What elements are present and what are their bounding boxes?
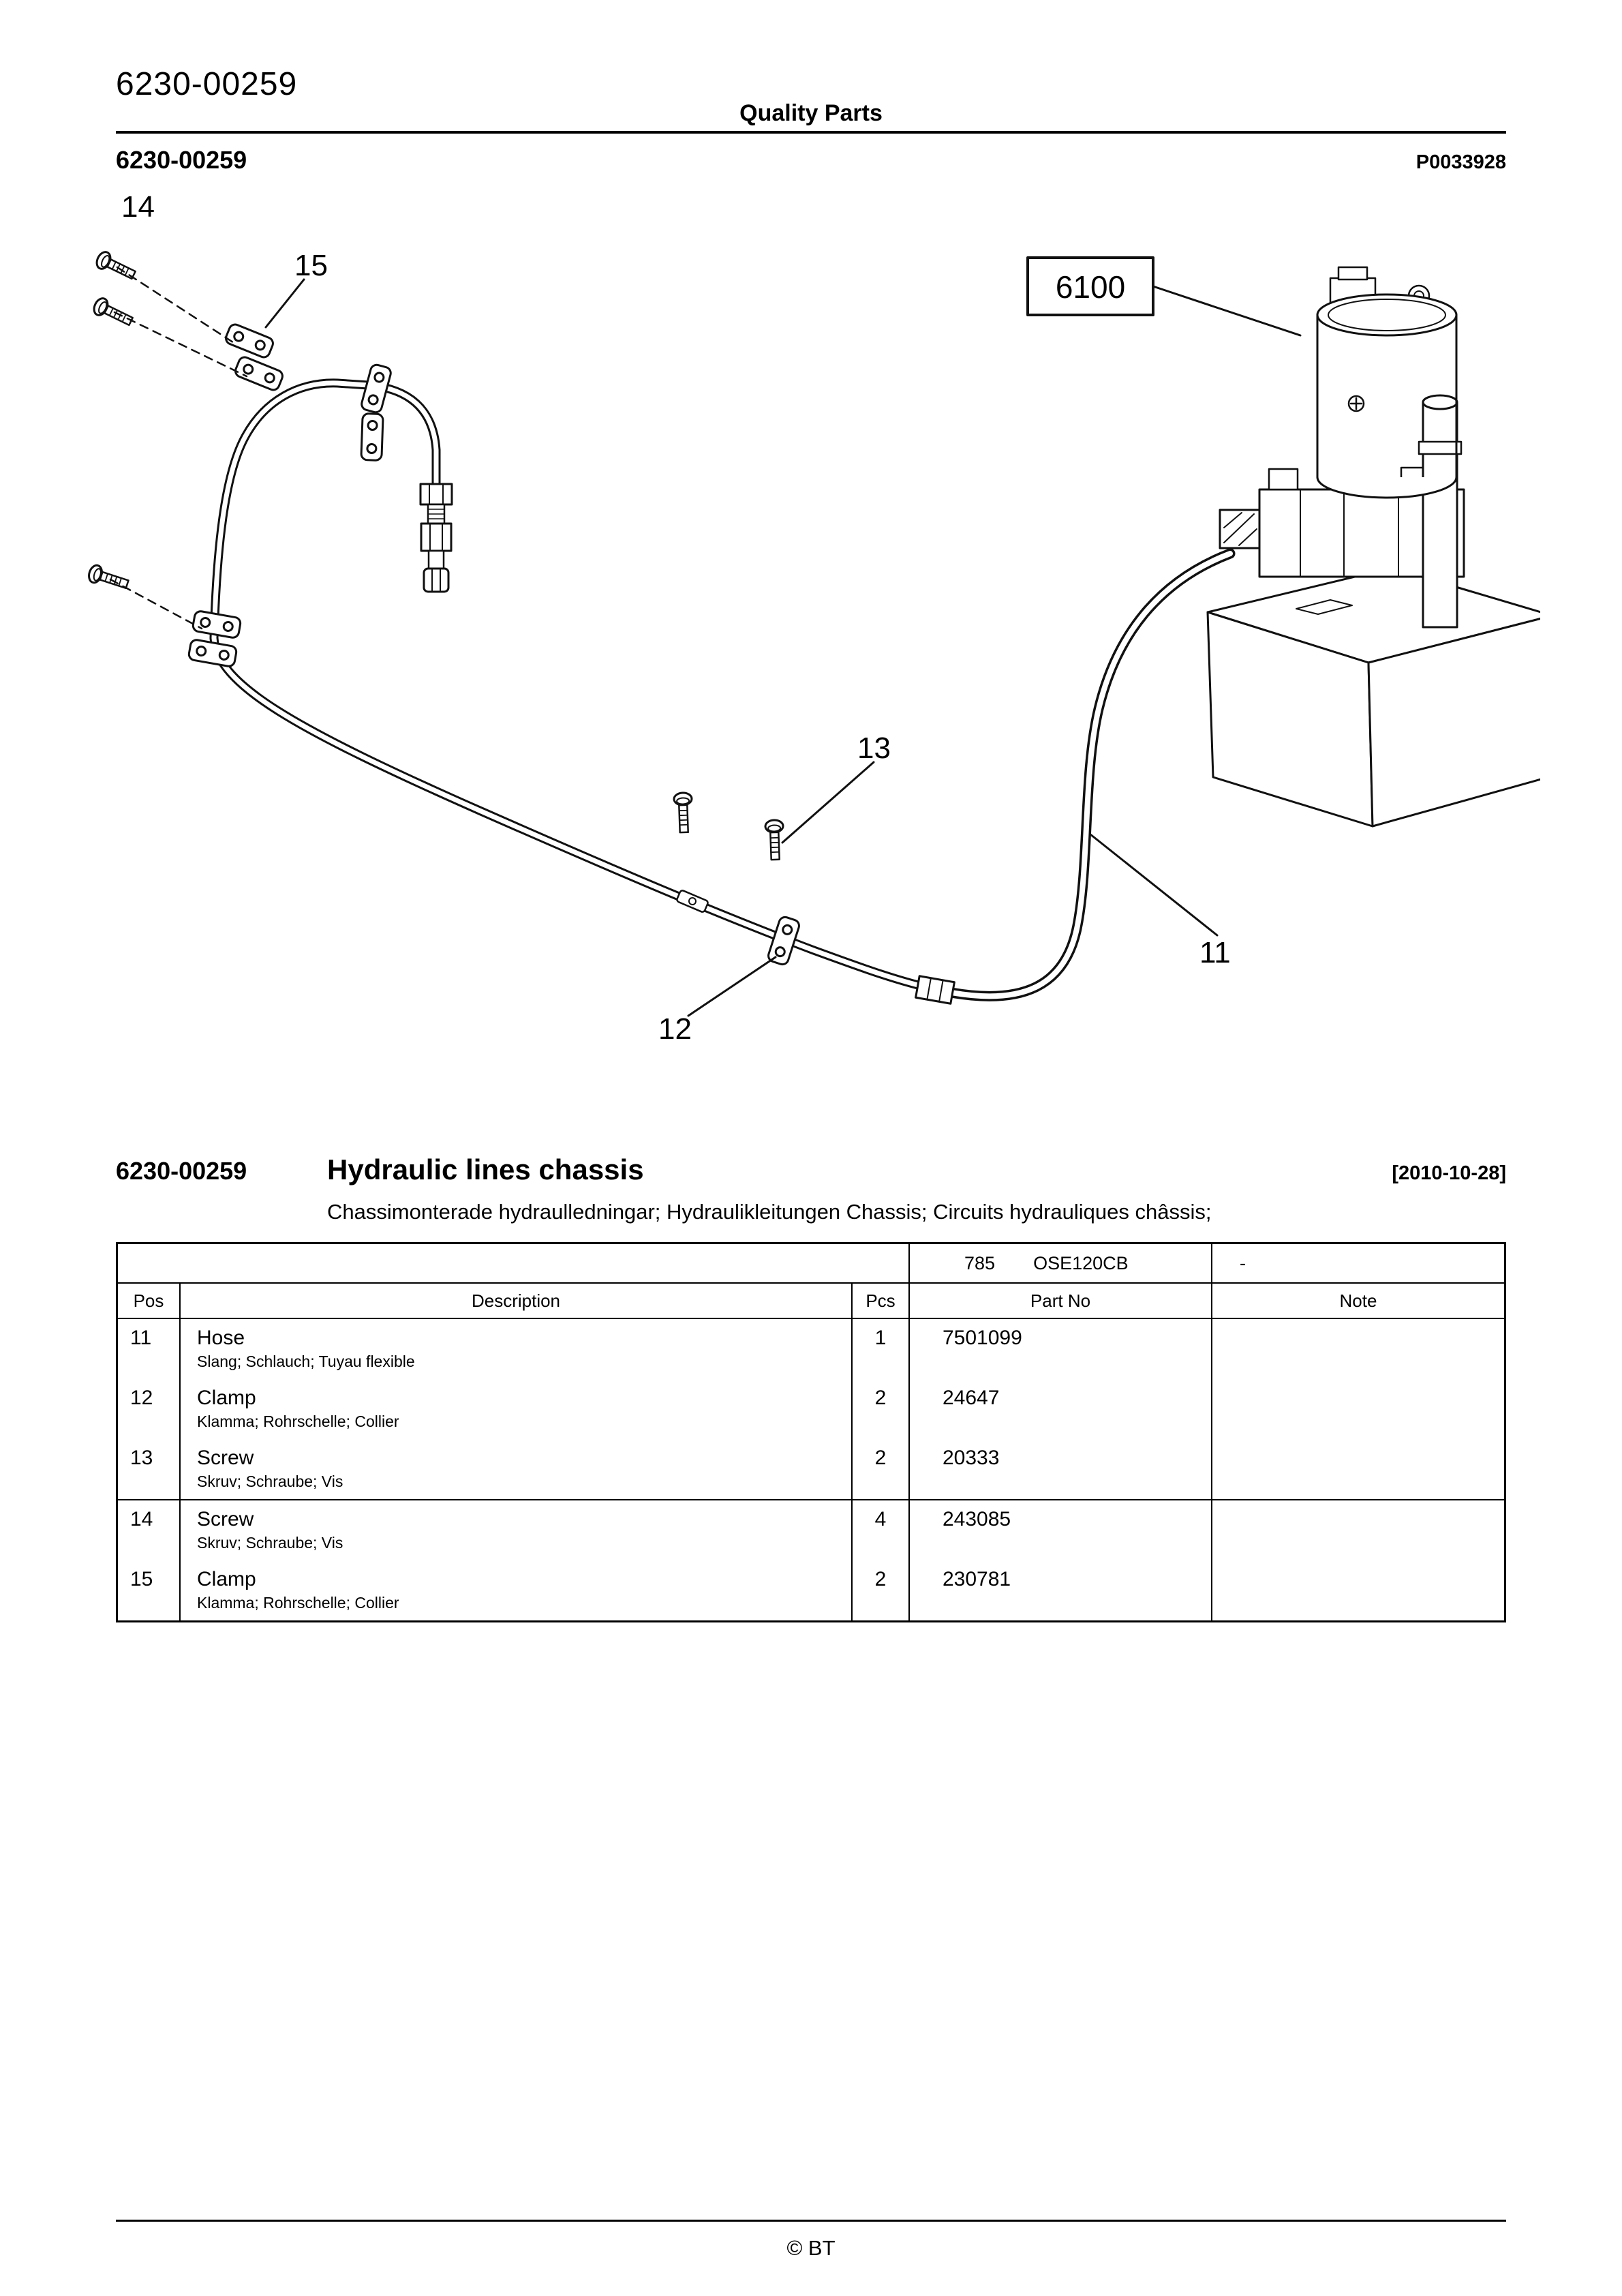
description-cell: Screw Skruv; Schraube; Vis	[181, 1500, 853, 1560]
parts-diagram: 6100 14 15 13 12 11	[85, 190, 1540, 1046]
dashed-leaders	[109, 266, 248, 630]
note-cell	[1212, 1560, 1504, 1620]
pcs-cell: 2	[853, 1439, 910, 1499]
hose-11	[935, 548, 1236, 1001]
section-number: 6230-00259	[116, 1157, 247, 1185]
col-header-description: Description	[181, 1284, 853, 1318]
hydraulic-power-unit	[1206, 266, 1540, 828]
page-header: 6230-00259 Quality Parts	[116, 65, 1506, 131]
model-range-cell: -	[1240, 1252, 1246, 1273]
column-header-row: Pos Description Pcs Part No Note	[118, 1284, 1504, 1319]
part-description: Screw	[197, 1447, 254, 1469]
table-row: 11 Hose Slang; Schlauch; Tuyau flexible …	[118, 1319, 1504, 1379]
doc-number: 6230-00259	[116, 66, 298, 102]
parts-table: 785 OSE120CB - Pos Description Pcs Part …	[116, 1242, 1506, 1622]
callout-15: 15	[294, 249, 328, 282]
figure-image-code: P0033928	[1416, 151, 1506, 173]
pos-cell: 15	[118, 1560, 181, 1620]
col-header-note: Note	[1339, 1290, 1377, 1311]
pos-cell: 11	[118, 1319, 181, 1379]
description-cell: Hose Slang; Schlauch; Tuyau flexible	[181, 1319, 853, 1379]
col-header-pcs: Pcs	[853, 1284, 910, 1318]
callout-14: 14	[121, 190, 155, 224]
section-title: Hydraulic lines chassis	[327, 1153, 644, 1185]
clamp-15-pair	[223, 321, 286, 393]
note-cell	[1212, 1500, 1504, 1560]
model-name: OSE120CB	[1033, 1252, 1129, 1273]
table-row: 14 Screw Skruv; Schraube; Vis 4 243085	[118, 1500, 1504, 1560]
pcs-cell: 1	[853, 1319, 910, 1379]
model-blank-cell	[118, 1244, 910, 1282]
note-cell	[1212, 1439, 1504, 1499]
oil-tank-shape	[1206, 567, 1540, 828]
breather-tube-shape	[1418, 394, 1463, 629]
callout-12: 12	[658, 1012, 692, 1046]
ref-box-label: 6100	[1056, 269, 1125, 305]
model-header-row: 785 OSE120CB -	[118, 1244, 1504, 1284]
clamp-15-on-pipe	[359, 362, 393, 462]
part-description: Screw	[197, 1508, 254, 1530]
pipe-tab	[676, 890, 709, 913]
col-header-pos: Pos	[118, 1284, 181, 1318]
callout-13: 13	[857, 731, 891, 765]
table-row: 13 Screw Skruv; Schraube; Vis 2 20333	[118, 1439, 1504, 1499]
hydraulic-pipe	[209, 378, 943, 995]
description-cell: Clamp Klamma; Rohrschelle; Collier	[181, 1379, 853, 1439]
part-description: Clamp	[197, 1387, 256, 1409]
ref-box-6100: 6100	[1026, 256, 1154, 316]
pcs-cell: 4	[853, 1500, 910, 1560]
pos-cell: 14	[118, 1500, 181, 1560]
part-description: Clamp	[197, 1568, 256, 1590]
callout-labels: 14 15 13 12 11	[121, 190, 1231, 1046]
part-description-translations: Slang; Schlauch; Tuyau flexible	[197, 1353, 415, 1370]
table-row: 12 Clamp Klamma; Rohrschelle; Collier 2 …	[118, 1379, 1504, 1439]
figure-header: 6230-00259 P0033928	[116, 146, 1506, 175]
screw-14-a	[93, 248, 139, 284]
pos-cell: 12	[118, 1379, 181, 1439]
section-heading: 6230-00259 Hydraulic lines chassis [2010…	[116, 1153, 1506, 1186]
motor-shape	[1316, 266, 1458, 499]
part-description-translations: Skruv; Schraube; Vis	[197, 1534, 343, 1552]
part-description-translations: Skruv; Schraube; Vis	[197, 1472, 343, 1490]
callout-11: 11	[1199, 936, 1231, 969]
pcs-cell: 2	[853, 1379, 910, 1439]
pcs-cell: 2	[853, 1560, 910, 1620]
part-no-cell: 20333	[910, 1439, 1212, 1499]
footer-copyright: © BT	[786, 2236, 836, 2260]
screw-13-b	[764, 819, 786, 861]
pipe-fitting	[419, 483, 453, 593]
hose-coupling	[915, 975, 955, 1005]
model-cell: 785 OSE120CB	[910, 1244, 1212, 1282]
table-group-2: 14 Screw Skruv; Schraube; Vis 4 243085 1…	[118, 1500, 1504, 1620]
section-subtitle: Chassimonterade hydraulledningar; Hydrau…	[327, 1200, 1212, 1224]
model-serial: 785	[964, 1252, 996, 1273]
part-description-translations: Klamma; Rohrschelle; Collier	[197, 1413, 399, 1430]
col-header-part-no: Part No	[910, 1284, 1212, 1318]
part-no-cell: 7501099	[910, 1319, 1212, 1379]
part-no-cell: 243085	[910, 1500, 1212, 1560]
part-description-translations: Klamma; Rohrschelle; Collier	[197, 1594, 399, 1612]
section-date: [2010-10-28]	[1392, 1162, 1506, 1184]
callout-leaders	[264, 278, 1302, 1017]
pos-cell: 13	[118, 1439, 181, 1499]
figure-number: 6230-00259	[116, 146, 247, 174]
note-cell	[1212, 1319, 1504, 1379]
description-cell: Screw Skruv; Schraube; Vis	[181, 1439, 853, 1499]
screw-13-a	[673, 791, 694, 834]
screw-14-b	[90, 294, 136, 331]
part-no-cell: 24647	[910, 1379, 1212, 1439]
screw-14-c	[85, 562, 132, 594]
part-no-cell: 230781	[910, 1560, 1212, 1620]
part-description: Hose	[197, 1327, 245, 1349]
description-cell: Clamp Klamma; Rohrschelle; Collier	[181, 1560, 853, 1620]
note-cell	[1212, 1379, 1504, 1439]
table-row: 15 Clamp Klamma; Rohrschelle; Collier 2 …	[118, 1560, 1504, 1620]
header-rule	[116, 131, 1506, 134]
footer-rule	[116, 2220, 1506, 2222]
header-title: Quality Parts	[739, 100, 883, 126]
table-group-1: 11 Hose Slang; Schlauch; Tuyau flexible …	[118, 1319, 1504, 1500]
